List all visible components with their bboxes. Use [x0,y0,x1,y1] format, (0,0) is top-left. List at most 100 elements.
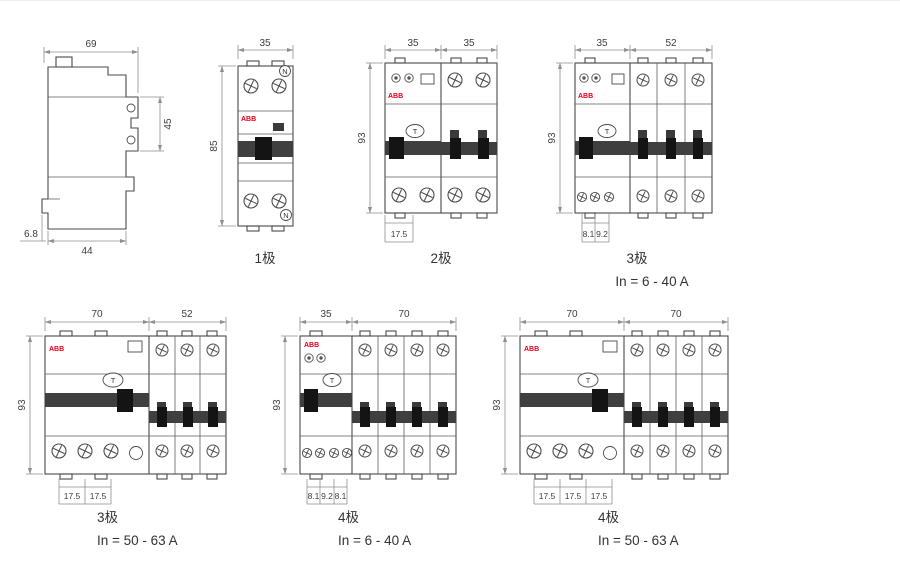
dim-terminal-pitch: 17.5 17.5 17.5 [533,479,613,505]
panel-lines [385,103,497,178]
dim-pole-pitch: 17.5 [384,215,414,243]
neutral-mark: N [280,209,292,221]
test-button: T [597,124,617,138]
figure-caption: 2极 [430,251,452,266]
panel-lines [238,110,293,182]
figure-3pole-50-63: ABB T 70 52 [17,309,227,548]
dim-width-left: 70 [519,309,625,331]
dim-width-left: 70 [44,309,150,331]
terminal-screw-icon [603,191,615,203]
dim-height: 93 [357,62,383,214]
dim-label: 85 [209,140,220,152]
figure-caption: 4极 [598,510,620,525]
indicator-icon [316,353,326,363]
terminal-screw-icon [341,447,353,459]
breaker-side-profile [41,66,139,230]
dim-label: 69 [85,39,97,50]
toggle-knob [450,138,461,159]
mounting-tabs [534,330,721,480]
dim-label: 17.5 [391,229,408,239]
terminal-screw-icon [357,342,373,358]
rating-window [438,402,447,410]
toggle-band [45,393,149,407]
rating-window [157,402,166,410]
terminal-screw-icon [242,192,260,210]
dim-label: 45 [163,118,174,130]
terminal-screw-icon [635,188,651,204]
toggle-knob [638,138,648,159]
terminal-screw-icon [328,447,340,459]
toggle-knob [592,389,608,412]
terminal-screw-icon [179,342,195,358]
terminal-screw-icon [102,442,120,460]
terminal-screw-icon [205,443,221,459]
dim-side-height-right: 45 [140,96,174,152]
rating-window [684,402,693,410]
dim-width-right: 52 [629,38,713,59]
terminal-screw-icon [681,342,697,358]
terminal-screw-icon [357,443,373,459]
toggle-knob [658,407,668,427]
toggle-knob [666,138,676,159]
dim-label: 9.2 [321,491,333,501]
dim-label: 6.8 [24,229,38,240]
indicator-icon [579,73,589,83]
toggle-knob [183,407,193,427]
figure-4pole-6-40: ABB T 35 [272,309,457,548]
rating-window [420,73,435,85]
rating-window [127,340,143,353]
dim-label: 93 [547,132,558,144]
dim-side-clip: 6.8 [20,215,46,242]
panel-lines [45,336,226,474]
terminal-screw-icon [576,191,588,203]
dim-width-left: 35 [299,309,353,331]
dim-width-right: 35 [440,38,498,59]
dim-label: 70 [398,309,410,320]
dim-label: 52 [181,309,193,320]
toggle-knob [710,407,720,427]
terminal-screw-icon [270,192,288,210]
toggle-knob [478,138,489,159]
mounting-tabs [394,57,488,219]
dim-label: 35 [259,38,271,49]
dim-label: 17.5 [90,491,107,501]
dim-label: 93 [17,399,28,411]
svg-text:T: T [586,376,591,385]
dim-terminal-pitch: 17.5 17.5 [58,479,112,505]
dim-width-right: 70 [623,309,729,331]
toggle-knob [684,407,694,427]
toggle-knob [117,389,133,412]
terminal-screw-icon [577,442,595,460]
terminal-screw-icon [154,342,170,358]
brand-logo: ABB [241,116,256,123]
brand-logo: ABB [388,93,403,100]
terminal-screw-icon [681,443,697,459]
terminal-screw-icon [707,342,723,358]
dim-label: 93 [272,399,283,411]
toggle-knob [304,389,318,412]
terminal-screw-icon [690,72,706,88]
terminal-screw-icon [154,443,170,459]
terminal-screw-icon [655,342,671,358]
figure-caption: 3极 [97,510,119,525]
dim-label: 17.5 [565,491,582,501]
terminal-screw-icon [126,135,136,145]
toggle-band [352,411,456,423]
dim-label: 8.1 [335,491,347,501]
indicator-icon [391,73,401,83]
dim-width-left: 35 [574,38,631,59]
dim-side-width-top: 69 [43,39,139,93]
toggle-knob [693,138,703,159]
terminal-screw-icon [690,188,706,204]
rating-window [602,340,618,353]
terminal-screw-icon [525,442,543,460]
toggle-knob [389,137,404,159]
figure-rating: In = 50 - 63 A [598,533,679,548]
rating-window [386,402,395,410]
rating-window [666,130,675,138]
terminal-screw-icon [390,186,408,204]
dim-label: 17.5 [539,491,556,501]
toggle-band [520,393,624,407]
dim-label: 35 [463,38,475,49]
terminal-screw-icon [76,442,94,460]
